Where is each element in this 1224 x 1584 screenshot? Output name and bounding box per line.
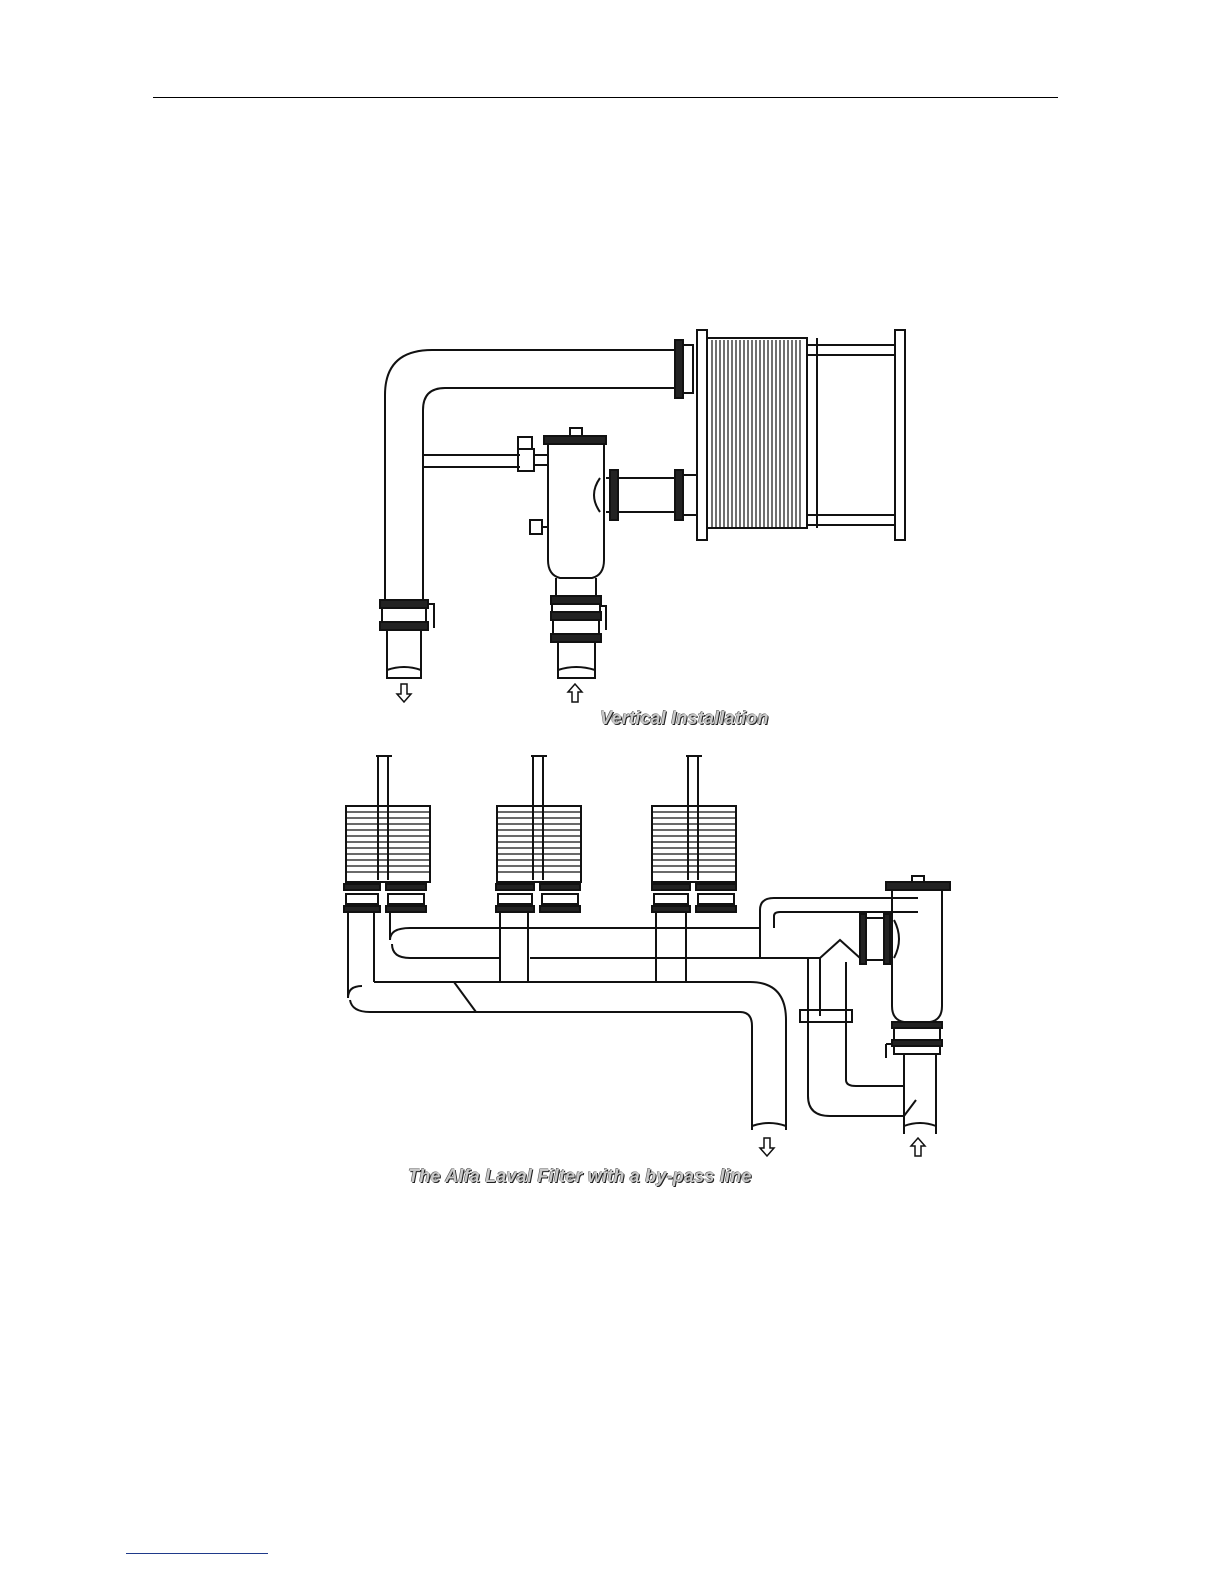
couplings (380, 596, 606, 678)
supply-pipe (594, 470, 697, 520)
bypass-flow-out-arrow (760, 1138, 774, 1156)
flow-in-arrow (568, 684, 582, 702)
flow-out-arrow (397, 684, 411, 702)
diagram-bypass-line (344, 756, 950, 1156)
footer-rule (126, 1553, 268, 1554)
return-pipe (385, 350, 675, 600)
bypass-filter (860, 876, 950, 1134)
alfa-laval-filter (518, 428, 606, 596)
figure-caption-bypass-line: The Alfa Laval Filter with a by-pass lin… (408, 1166, 752, 1187)
figure-caption-vertical-installation: Vertical Installation (600, 708, 769, 729)
bypass-flow-in-arrow (911, 1138, 925, 1156)
